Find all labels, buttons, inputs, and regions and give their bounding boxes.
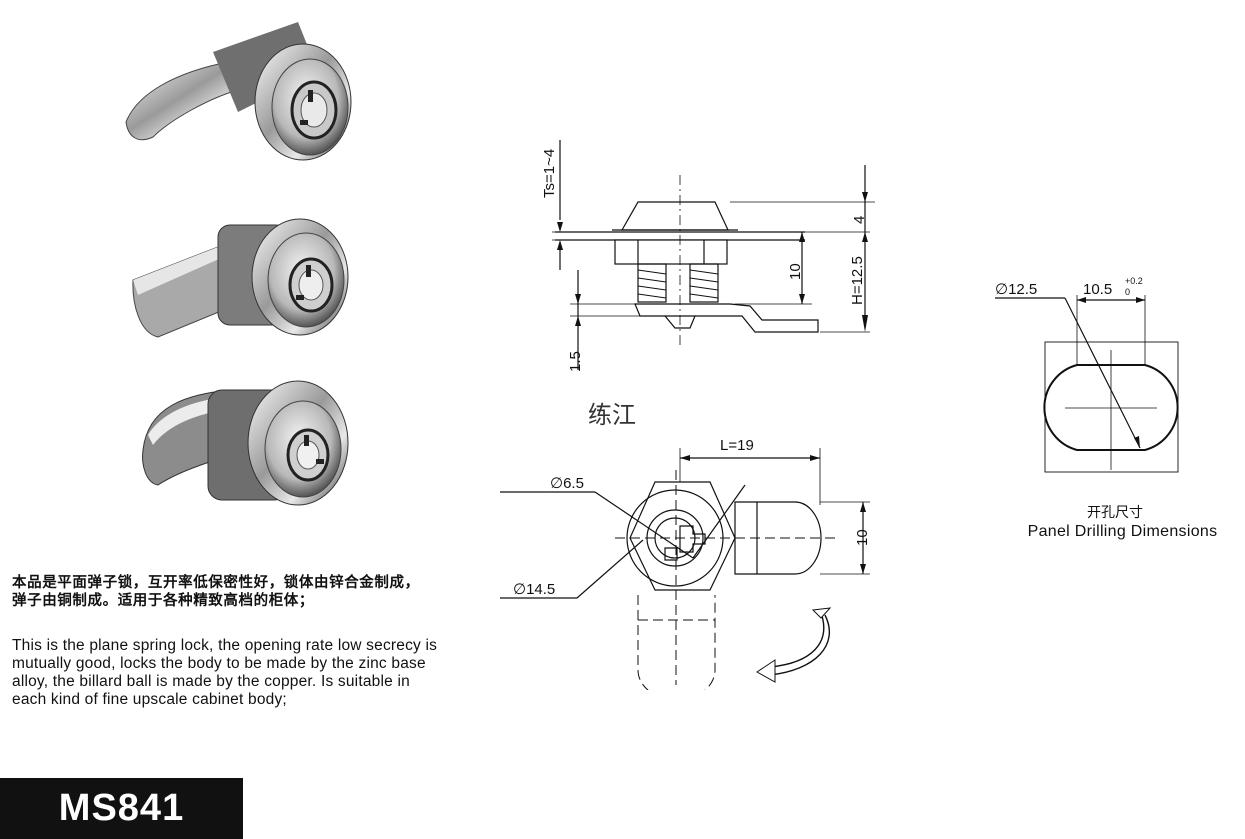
dim-h-label: H=12.5 <box>849 256 866 305</box>
product-photo-1 <box>125 22 352 161</box>
dim-1-5-label: 1.5 <box>567 351 584 372</box>
product-photo-3 <box>142 380 349 506</box>
dim-4-label: 4 <box>851 216 868 224</box>
panel-width-label: 10.5 <box>1083 281 1112 298</box>
ts-dimension-label: Ts=1~4 <box>541 149 558 198</box>
dia-14-5-label: ∅14.5 <box>513 581 555 598</box>
panel-drilling-title-en: Panel Drilling Dimensions <box>1027 523 1218 540</box>
panel-drilling-drawing: ∅12.5 10.5 +0.2 0 <box>995 276 1179 473</box>
dia-6-5-label: ∅6.5 <box>550 475 584 492</box>
length-label: L=19 <box>720 437 754 454</box>
front-view-drawing: L=19 ∅6.5 ∅14.5 10 <box>500 437 871 690</box>
product-photo-2 <box>132 218 349 338</box>
handwritten-mark: 练江 <box>588 401 636 429</box>
front-dim-10-label: 10 <box>854 529 871 546</box>
panel-drilling-title-cn: 开孔尺寸 <box>1087 505 1143 521</box>
model-badge: MS841 <box>0 778 243 839</box>
description-chinese: 本品是平面弹子锁，互开率低保密性好，锁体由锌合金制成，弹子由铜制成。适用于各种精… <box>12 575 420 609</box>
dim-10-label: 10 <box>787 263 804 280</box>
model-number: MS841 <box>58 787 185 829</box>
panel-tol-upper: +0.2 <box>1125 276 1143 286</box>
description-english: This is the plane spring lock, the openi… <box>12 637 438 708</box>
panel-tol-lower: 0 <box>1125 287 1130 297</box>
side-view-drawing: Ts=1~4 4 10 H=12.5 1.5 练江 <box>541 140 875 429</box>
panel-dia-label: ∅12.5 <box>995 281 1037 298</box>
